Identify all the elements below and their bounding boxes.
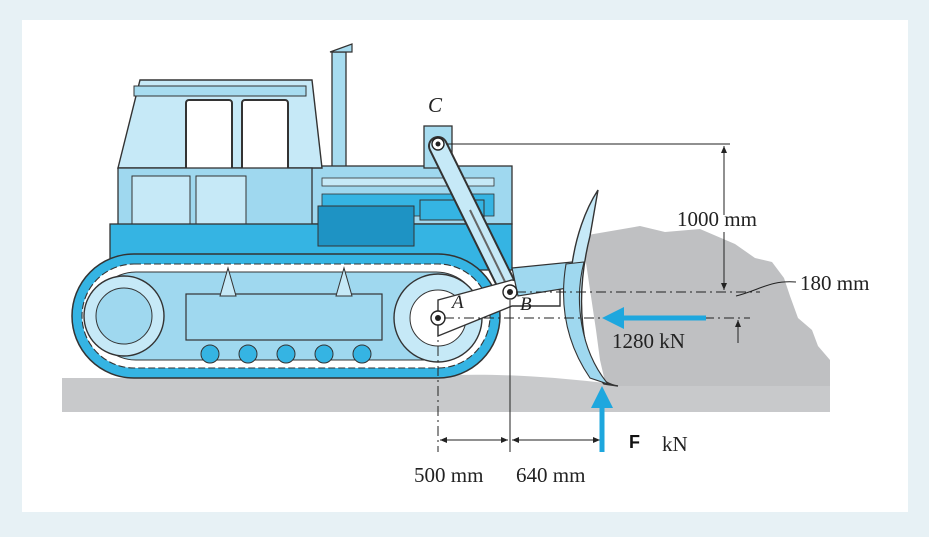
roller-2	[238, 344, 258, 364]
pin-b	[502, 284, 518, 300]
roller-3	[276, 344, 296, 364]
roller-4	[314, 344, 334, 364]
roller-1	[200, 344, 220, 364]
label-force-1280: 1280 kN	[612, 329, 685, 353]
exhaust-stack	[329, 43, 353, 175]
dim-180-leader	[735, 281, 797, 297]
label-dim-500: 500 mm	[414, 463, 483, 487]
label-point-a: A	[450, 292, 464, 313]
label-force-f: F	[629, 432, 640, 452]
label-dim-640: 640 mm	[516, 463, 585, 487]
pin-a	[430, 310, 446, 326]
soil-pile	[582, 226, 830, 386]
cab	[117, 79, 323, 243]
force-horizontal-arrow	[602, 307, 706, 329]
force-vertical-arrow	[591, 386, 613, 452]
pin-c	[431, 137, 445, 151]
label-dim-1000: 1000 mm	[677, 207, 757, 231]
label-point-c: C	[428, 93, 443, 117]
label-dim-180: 180 mm	[800, 271, 869, 295]
crawler-track	[71, 253, 501, 379]
label-point-b: B	[520, 294, 532, 315]
label-force-f-unit: kN	[662, 432, 688, 456]
roller-5	[352, 344, 372, 364]
